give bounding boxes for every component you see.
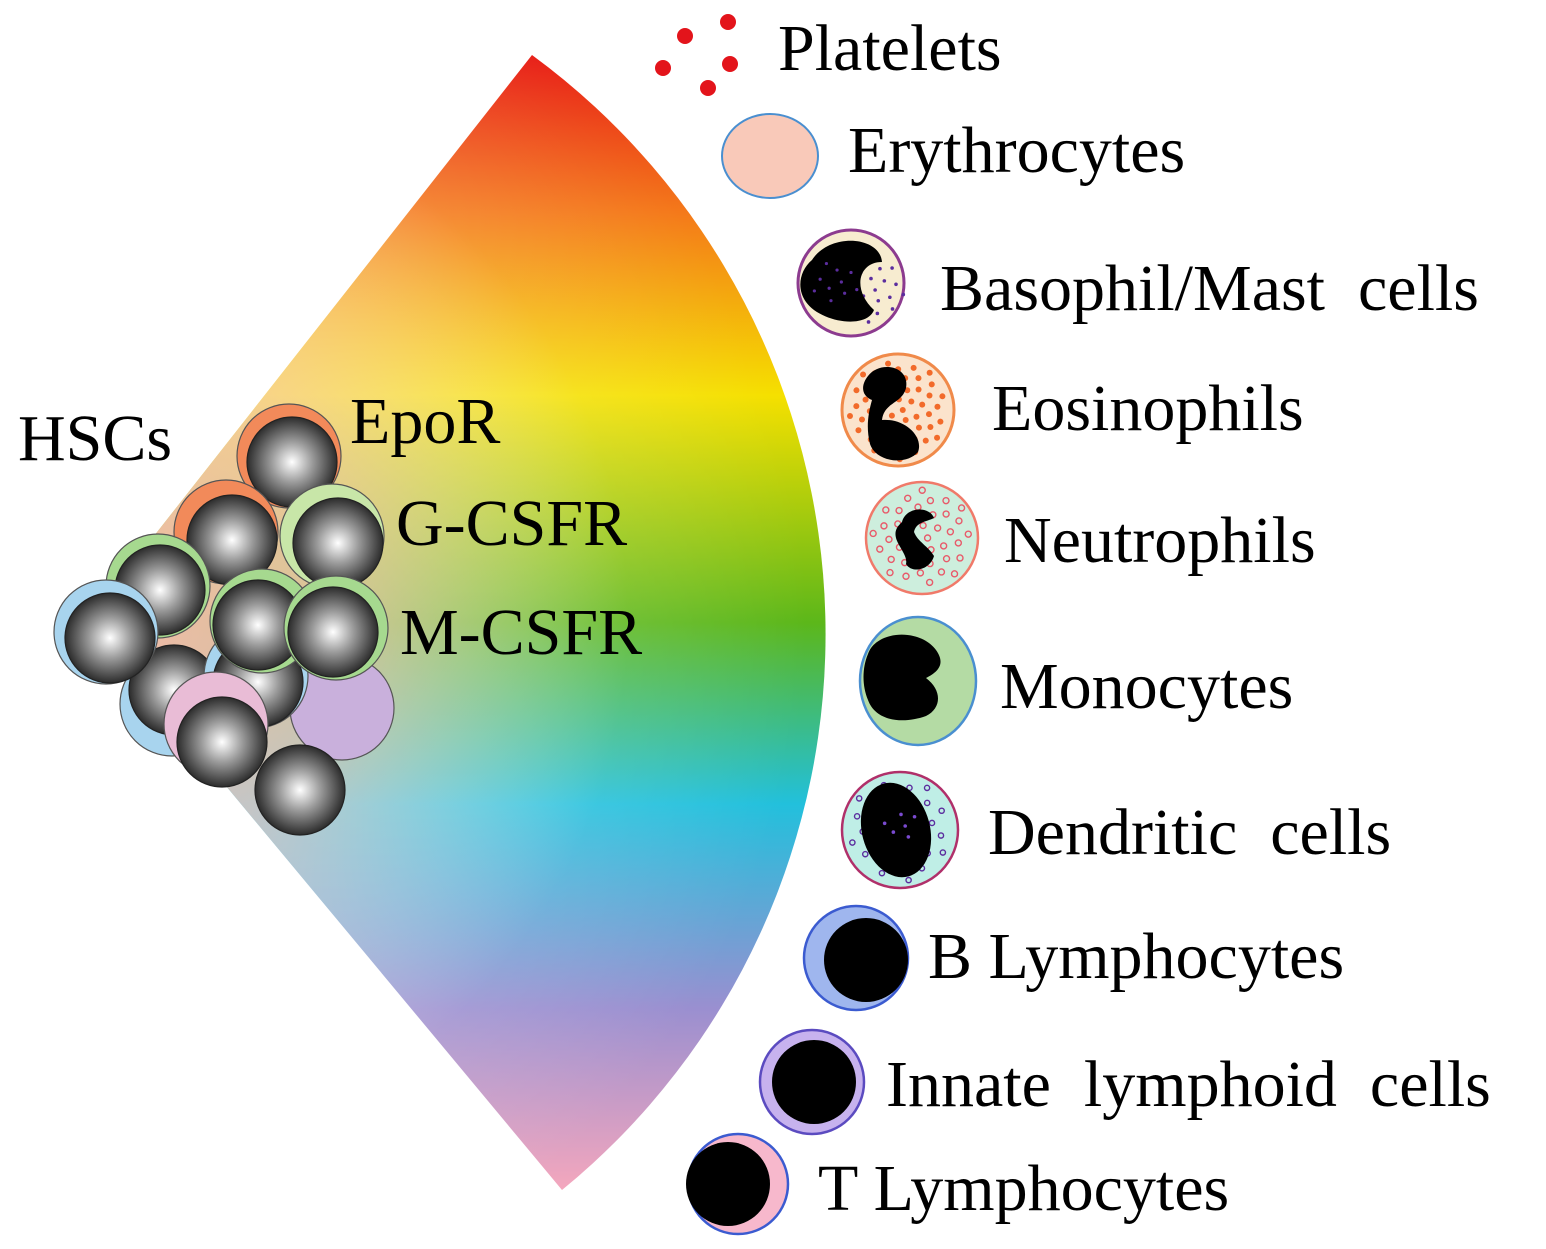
receptor-label-epor: EpoR	[350, 385, 500, 458]
cell-label-t-lymphocytes: T Lymphocytes	[818, 1152, 1229, 1225]
cell-label-platelets: Platelets	[778, 12, 1002, 85]
b-lymphocyte-icon	[802, 904, 910, 1012]
hsc-cell	[279, 483, 385, 589]
cell-label-eosinophils: Eosinophils	[992, 372, 1304, 445]
eosinophil-icon	[840, 352, 956, 468]
innate-lymphoid-cell-icon	[758, 1028, 866, 1136]
t-lymphocyte-icon	[686, 1132, 790, 1236]
dendritic-cell-icon	[840, 770, 960, 890]
cell-label-monocytes: Monocytes	[1000, 650, 1293, 723]
hsc-cell	[163, 671, 269, 788]
erythrocyte-icon	[721, 113, 819, 199]
cell-label-neutrophils: Neutrophils	[1004, 504, 1316, 577]
cell-label-basophil: Basophil/Mast cells	[940, 252, 1479, 325]
receptor-label-gcsfr: G-CSFR	[396, 487, 627, 560]
cell-label-erythrocytes: Erythrocytes	[848, 114, 1185, 187]
hsc-cell	[254, 655, 395, 836]
monocyte-icon	[858, 615, 978, 747]
hsc-cell	[53, 579, 159, 685]
hsc-label: HSCs	[18, 402, 172, 475]
neutrophil-icon	[864, 480, 980, 596]
hsc-cluster	[53, 403, 395, 836]
cell-icons	[655, 14, 980, 1236]
platelets-icon	[655, 14, 738, 96]
hsc-cell	[283, 575, 389, 681]
cell-label-b-lymphocytes: B Lymphocytes	[928, 920, 1344, 993]
cell-label-innate-lymphoid: Innate lymphoid cells	[886, 1048, 1491, 1121]
differentiation-fan	[88, 55, 826, 1190]
basophil-icon	[796, 228, 906, 338]
cell-label-dendritic: Dendritic cells	[988, 796, 1391, 869]
receptor-label-mcsfr: M-CSFR	[400, 596, 642, 669]
